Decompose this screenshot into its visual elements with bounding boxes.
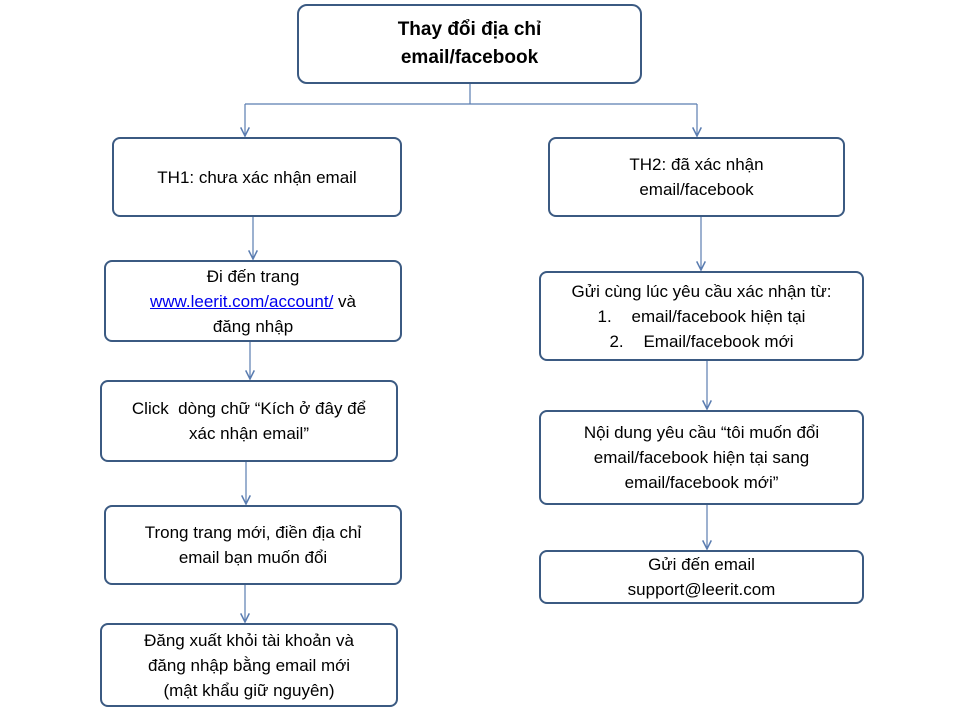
case1-step4-line-2: đăng nhập bằng email mới [147,655,351,675]
item-number: 1. [597,306,612,326]
case1-step4-line-3: (mật khẩu giữ nguyên) [163,680,335,700]
case1-step1-line-2: www.leerit.com/account/ và [150,289,356,314]
case1-step1-link-suffix: và [333,291,356,311]
account-link[interactable]: www.leerit.com/account/ [150,291,334,311]
case1-step3-line-2: email bạn muốn đổi [178,548,328,567]
item-number: 2. [609,331,624,351]
case2-step2-line-1: Nội dung yêu cầu “tôi muốn đổi [583,423,820,442]
case1-header-text: TH1: chưa xác nhận email [157,167,357,187]
case2-step2-line-3: email/facebook mới” [624,473,779,492]
case1-step1-line-1: Đi đến trang [206,266,300,286]
case1-step4-box: Đăng xuất khỏi tài khoản và đăng nhập bằ… [100,623,398,707]
case2-header-box: TH2: đã xác nhận email/facebook [548,137,845,217]
title-line-2: email/facebook [400,47,539,68]
case2-header-line-1: TH2: đã xác nhận [629,155,764,174]
title-box: Thay đổi địa chỉ email/facebook [297,4,642,84]
title-line-1: Thay đổi địa chỉ [397,19,542,40]
case2-step1-line-1: Gửi cùng lúc yêu cầu xác nhận từ: [571,281,832,301]
case1-step1-box: Đi đến trang www.leerit.com/account/ và … [104,260,402,342]
case1-step3-box: Trong trang mới, điền địa chỉ email bạn … [104,505,402,585]
case2-step1-box: Gửi cùng lúc yêu cầu xác nhận từ: 1. emai… [539,271,864,361]
case1-step3-line-1: Trong trang mới, điền địa chỉ [144,523,362,542]
item-text: Email/facebook mới [643,331,794,351]
case1-step2-line-2: xác nhận email” [188,424,309,443]
case2-step2-line-2: email/facebook hiện tại sang [593,448,810,467]
case2-step1-item-1: 1. email/facebook hiện tại [598,304,806,329]
support-email: support@leerit.com [627,580,776,599]
case2-header-line-2: email/facebook [639,180,754,199]
case2-step2-box: Nội dung yêu cầu “tôi muốn đổi email/fac… [539,410,864,505]
case1-step4-line-1: Đăng xuất khỏi tài khoản và [144,630,354,650]
item-text: email/facebook hiện tại [631,306,806,326]
case2-step1-item-2: 2. Email/facebook mới [609,329,793,354]
case1-step2-line-1: Click dòng chữ “Kích ở đây để [131,399,367,418]
case1-header-box: TH1: chưa xác nhận email [112,137,402,217]
case1-step2-box: Click dòng chữ “Kích ở đây để xác nhận e… [100,380,398,462]
case2-step3-box: Gửi đến email support@leerit.com [539,550,864,604]
case2-step3-line-1: Gửi đến email [648,555,755,574]
case1-step1-line-3: đăng nhập [212,316,294,336]
